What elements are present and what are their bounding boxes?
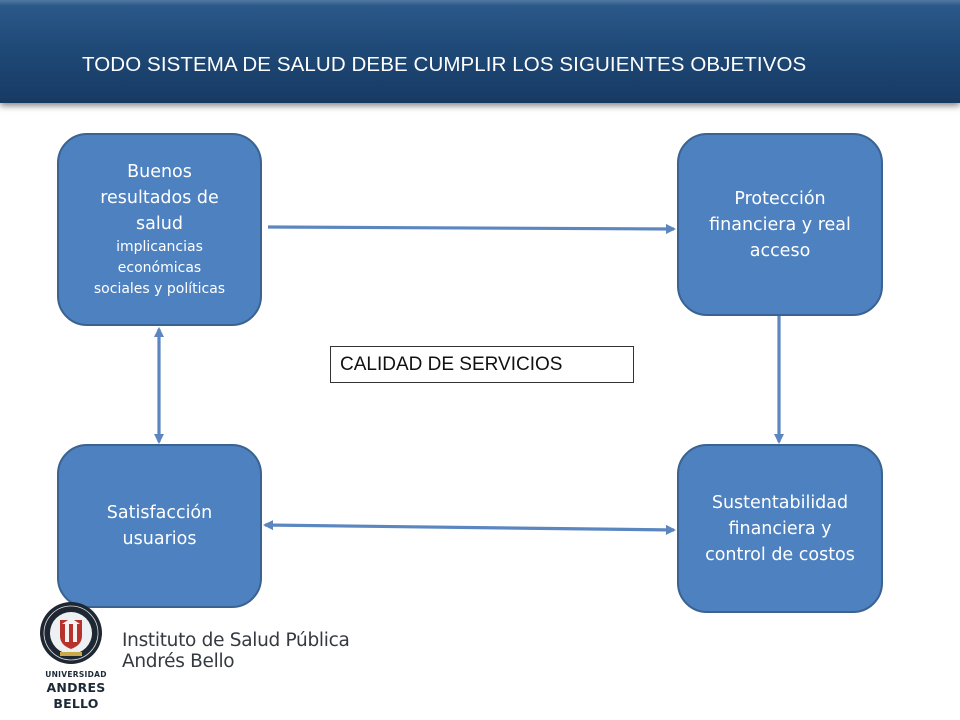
box-financial-protection-text: Protección financiera y real acceso: [709, 186, 851, 264]
box-line: salud: [136, 214, 183, 234]
box-user-satisfaction: Satisfacción usuarios: [57, 444, 262, 608]
box-line: Buenos: [127, 162, 192, 182]
university-seal-logo: [40, 602, 102, 664]
institute-name: Instituto de Salud Pública Andrés Bello: [122, 630, 350, 672]
institute-name-line2: Andrés Bello: [122, 651, 235, 672]
box-line: usuarios: [122, 529, 197, 549]
center-label-quality: CALIDAD DE SERVICIOS: [330, 346, 634, 383]
university-wordmark-line2: ANDRES BELLO: [46, 680, 106, 711]
box-line: sociales y políticas: [93, 281, 226, 297]
box-line: financiera y: [728, 518, 832, 539]
box-line: control de costos: [705, 544, 855, 565]
header-bar: TODO SISTEMA DE SALUD DEBE CUMPLIR LOS S…: [0, 0, 960, 103]
box-line: resultados de: [100, 188, 219, 208]
arrow-satisfaction-sustainability: [262, 519, 677, 536]
box-financial-protection: Protección financiera y real acceso: [677, 133, 883, 316]
box-line: Sustentabilidad: [711, 492, 849, 513]
box-line: financiera y real: [709, 214, 851, 235]
box-line: Protección: [734, 188, 826, 209]
box-line: económicas: [117, 260, 202, 276]
box-financial-sustainability-text: Sustentabilidad financiera y control de …: [705, 490, 855, 568]
university-wordmark: UNIVERSIDAD ANDRES BELLO: [30, 670, 122, 712]
institute-name-line1: Instituto de Salud Pública: [122, 630, 350, 651]
box-line: implicancias: [116, 239, 203, 255]
box-good-health-outcomes: Buenos resultados de salud implicancias …: [57, 133, 262, 326]
arrow-health-to-protection: [267, 223, 677, 235]
box-user-satisfaction-text: Satisfacción usuarios: [107, 500, 212, 552]
box-line: Satisfacción: [106, 503, 213, 523]
slide-title: TODO SISTEMA DE SALUD DEBE CUMPLIR LOS S…: [82, 53, 807, 76]
box-good-health-outcomes-subtitle: implicancias económicas sociales y polít…: [94, 237, 225, 300]
box-good-health-outcomes-title: Buenos resultados de salud: [100, 159, 219, 237]
box-line: acceso: [749, 240, 811, 261]
university-wordmark-line1: UNIVERSIDAD: [45, 670, 107, 679]
box-financial-sustainability: Sustentabilidad financiera y control de …: [677, 444, 883, 613]
